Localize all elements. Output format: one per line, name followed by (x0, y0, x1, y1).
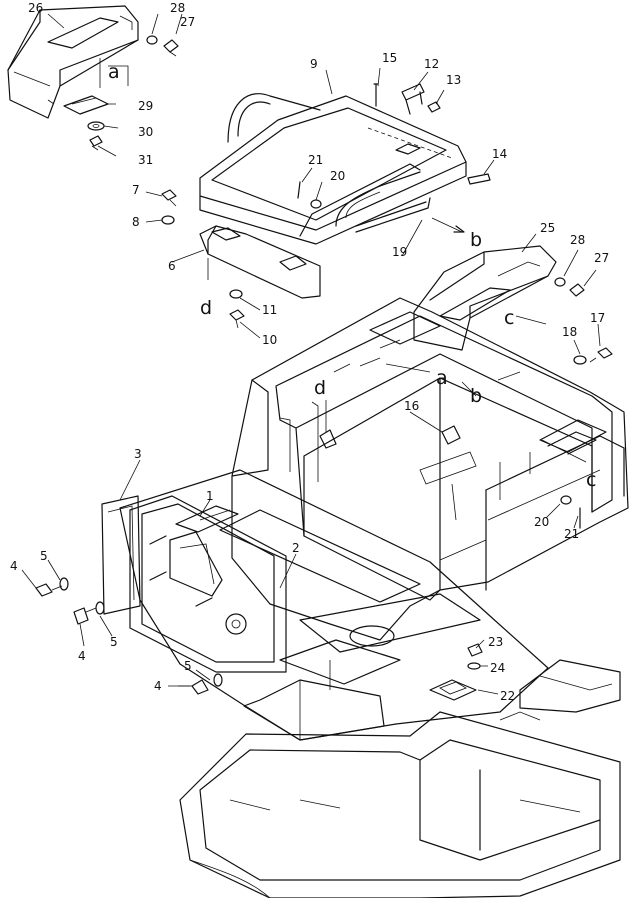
ref-line-a-top (99, 58, 129, 88)
label-21-frame: 21 (564, 527, 579, 541)
leader-lines (21, 13, 601, 695)
washer-24 (467, 662, 481, 670)
label-4-upper: 4 (10, 559, 18, 573)
label-31: 31 (138, 153, 153, 167)
ref-b-top: b (470, 229, 482, 251)
label-25: 25 (540, 221, 555, 235)
bolt-4-middle (73, 607, 97, 625)
bolt-31 (89, 135, 103, 151)
label-12: 12 (424, 57, 439, 71)
pin-14 (467, 173, 491, 185)
label-11: 11 (262, 303, 277, 317)
bolt-23 (467, 643, 483, 657)
washer-11 (229, 289, 243, 299)
support-bracket (199, 225, 321, 299)
main-frame (231, 297, 629, 641)
label-9: 9 (310, 57, 318, 71)
bolt-10 (229, 309, 245, 329)
cable-clip-16 (441, 425, 461, 445)
washer-8 (161, 215, 175, 225)
rod-19 (355, 197, 431, 233)
label-27-right: 27 (594, 251, 609, 265)
floor-deck (119, 469, 621, 741)
label-28-top: 28 (170, 1, 185, 15)
label-29: 29 (138, 99, 153, 113)
bolt-4-lower (178, 679, 209, 695)
pin-21-tray (297, 181, 301, 199)
side-panel (129, 495, 287, 673)
ref-line-b-top (431, 217, 463, 233)
label-4-lower: 4 (154, 679, 162, 693)
bolt-27-right (554, 277, 585, 297)
label-3: 3 (134, 447, 142, 461)
label-8: 8 (132, 215, 140, 229)
ref-d-frame: d (314, 377, 326, 399)
label-2: 2 (292, 541, 300, 555)
washer-20-frame (560, 495, 572, 505)
label-16: 16 (404, 399, 419, 413)
label-1: 1 (206, 489, 214, 503)
console-cover-right (413, 245, 557, 351)
label-28-right: 28 (570, 233, 585, 247)
washer-5-middle (95, 601, 105, 615)
lower-frame (179, 711, 621, 898)
label-5-upper: 5 (40, 549, 48, 563)
label-19: 19 (392, 245, 407, 259)
pin-15 (373, 83, 379, 107)
washer-20-tray (310, 199, 322, 209)
bolt-17 (589, 347, 613, 363)
label-5-middle: 5 (110, 635, 118, 649)
reference-letters: a a b b c c d d (108, 61, 596, 491)
small-bracket-d (319, 400, 337, 449)
ref-a-top: a (108, 61, 120, 83)
label-6: 6 (168, 259, 176, 273)
label-4-middle: 4 (78, 649, 86, 663)
nut-13 (427, 101, 441, 113)
ref-d-top: d (200, 297, 212, 319)
ref-line-a-frame (385, 363, 431, 373)
label-7: 7 (132, 183, 140, 197)
label-13: 13 (446, 73, 461, 87)
label-22: 22 (500, 689, 515, 703)
seat-tray (199, 93, 467, 245)
console-cover-left (7, 5, 139, 119)
bracket-29 (63, 95, 109, 115)
label-18: 18 (562, 325, 577, 339)
ref-line-b-frame (461, 381, 477, 397)
label-17: 17 (590, 311, 605, 325)
label-14: 14 (492, 147, 507, 161)
label-23: 23 (488, 635, 503, 649)
label-10: 10 (262, 333, 277, 347)
label-20-frame: 20 (534, 515, 549, 529)
ref-b-frame: b (470, 385, 482, 407)
bolt-27-top (146, 35, 179, 57)
label-30: 30 (138, 125, 153, 139)
washer-5-upper (59, 577, 69, 591)
ref-c-top: c (504, 307, 514, 329)
part-labels: 1 2 3 4 4 4 5 5 5 6 7 8 9 10 11 12 13 14… (10, 1, 609, 703)
bolt-7 (161, 189, 177, 207)
label-15: 15 (382, 51, 397, 65)
ref-line-c-frame (541, 439, 587, 463)
label-21-tray: 21 (308, 153, 323, 167)
label-27-top: 27 (180, 15, 195, 29)
washer-5-lower (213, 673, 223, 687)
washer-30 (87, 121, 105, 131)
bolt-4-upper (35, 583, 63, 597)
ref-c-frame: c (586, 469, 596, 491)
ref-a-frame: a (436, 367, 448, 389)
washer-18 (573, 355, 587, 365)
ref-line-c-top (515, 315, 547, 325)
label-26: 26 (28, 1, 43, 15)
arrow-b-top (453, 225, 465, 233)
label-20-tray: 20 (330, 169, 345, 183)
bracket-3 (101, 495, 141, 615)
cover-plate-22 (429, 679, 477, 701)
label-5-lower: 5 (184, 659, 192, 673)
latch-12 (401, 83, 425, 115)
label-24: 24 (490, 661, 505, 675)
